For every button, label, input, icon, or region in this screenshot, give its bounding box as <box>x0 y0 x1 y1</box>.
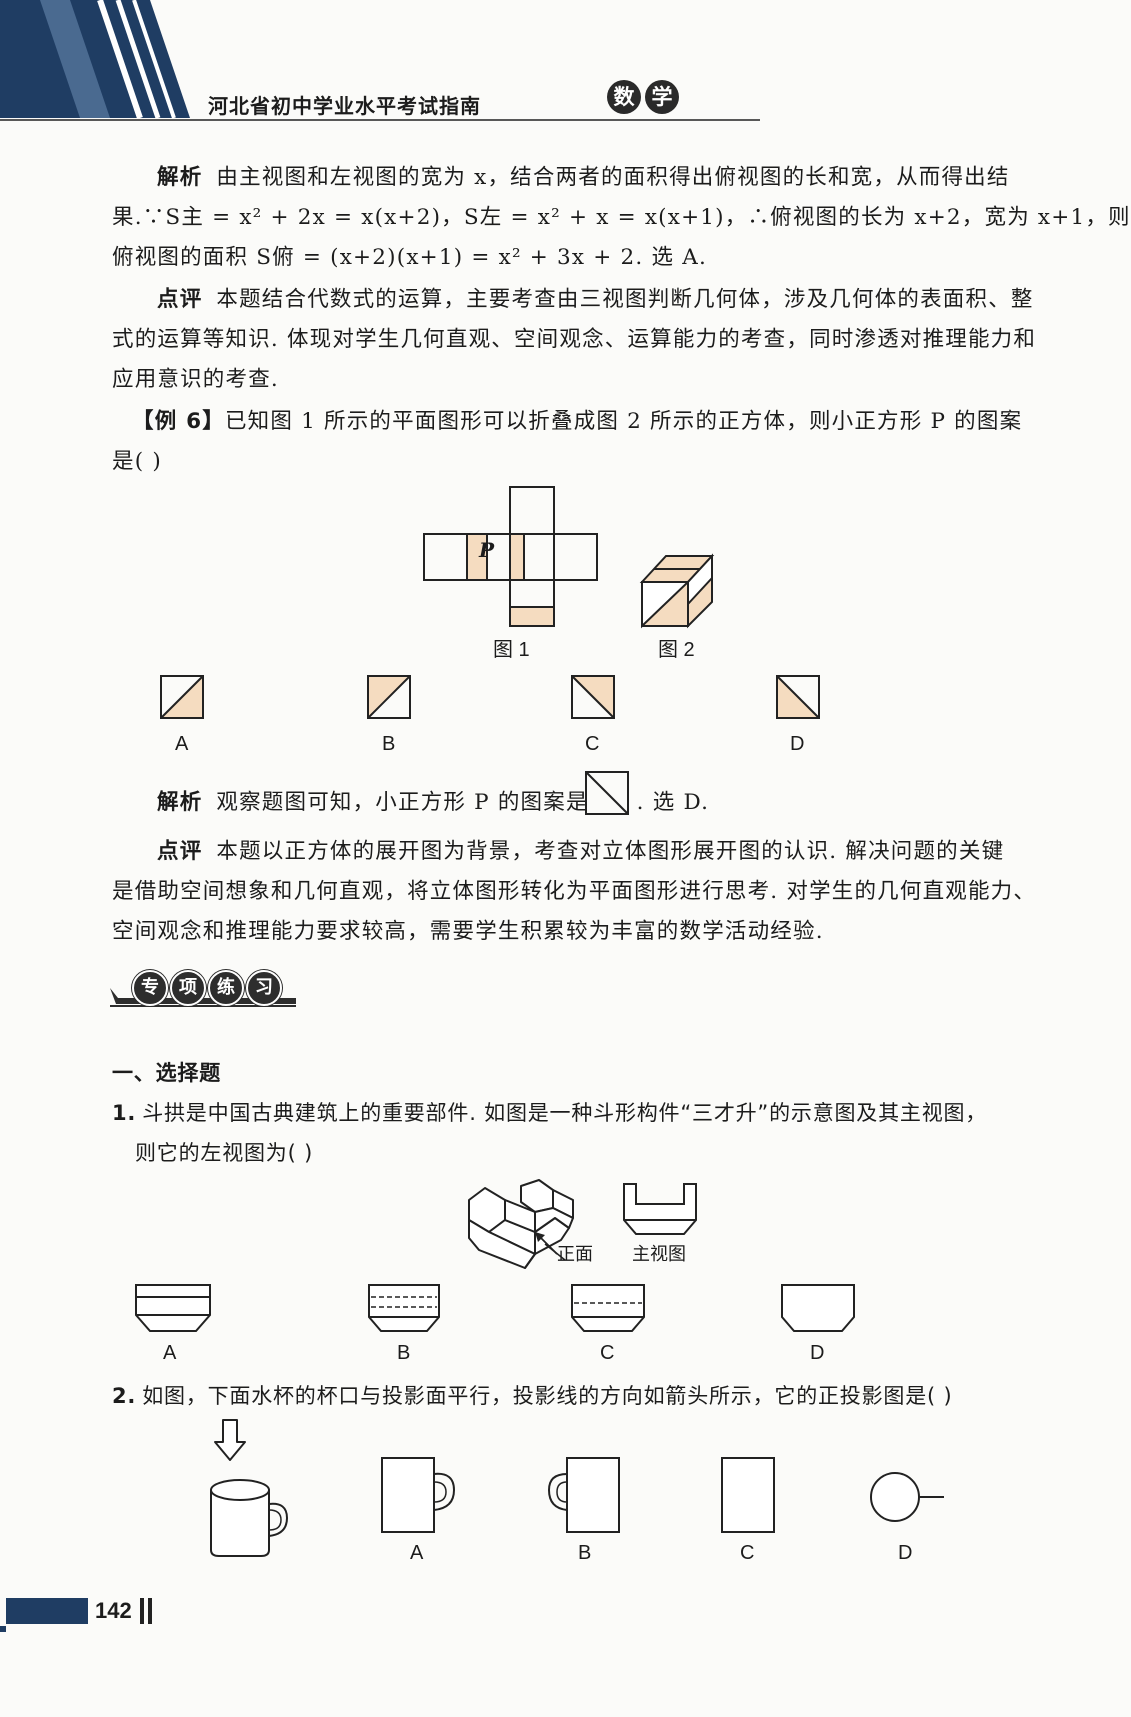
q1-line1: 1.斗拱是中国古典建筑上的重要部件. 如图是一种斗形构件“三才升”的示意图及其主… <box>112 1101 988 1125</box>
q1-front-label: 正面 <box>557 1244 593 1265</box>
q1-option-b-figure <box>368 1284 440 1332</box>
section-char-4: 习 <box>246 970 282 1006</box>
q2-cup-figure <box>210 1419 289 1557</box>
subject-char-2: 学 <box>645 80 679 114</box>
q2-option-b-figure <box>547 1457 620 1533</box>
q1-line2: 则它的左视图为( ) <box>135 1141 314 1165</box>
analysis1-label: 解析 <box>157 165 203 190</box>
example6-option-d[interactable]: D <box>790 733 805 755</box>
q1-main-view-label: 主视图 <box>632 1244 686 1265</box>
example6-option-c[interactable]: C <box>585 733 600 755</box>
q1-front-arrow <box>535 1232 558 1255</box>
example6-option-d-figure <box>776 675 820 719</box>
section-char-1: 专 <box>132 970 168 1006</box>
section-char-2: 项 <box>170 970 206 1006</box>
analysis2-line: 解析观察题图可知，小正方形 P 的图案是. 选 D. <box>157 790 710 815</box>
footer-bar <box>0 1598 152 1632</box>
q2-option-d[interactable]: D <box>898 1542 913 1564</box>
header-decoration <box>0 0 760 121</box>
example6-option-a[interactable]: A <box>175 733 189 755</box>
q1-main-view-figure <box>623 1183 697 1235</box>
q2-line: 2.如图，下面水杯的杯口与投影面平行，投影线的方向如箭头所示，它的正投影图是( … <box>112 1384 953 1408</box>
subject-char-1: 数 <box>607 80 641 114</box>
example6-option-a-figure <box>160 675 204 719</box>
q2-option-c[interactable]: C <box>740 1542 755 1564</box>
q2-option-a[interactable]: A <box>410 1542 424 1564</box>
q2-option-a-figure <box>381 1457 456 1533</box>
cube-figure <box>639 553 715 629</box>
q2-option-d-figure <box>870 1472 944 1522</box>
example6-option-c-figure <box>571 675 615 719</box>
page-number: 142 <box>95 1598 132 1623</box>
section-char-3: 练 <box>208 970 244 1006</box>
q2-number: 2. <box>112 1384 137 1408</box>
q1-number: 1. <box>112 1101 137 1125</box>
q1-option-c-figure <box>571 1284 645 1332</box>
comment1-line1: 点评本题结合代数式的运算，主要考查由三视图判断几何体，涉及几何体的表面积、整 <box>157 287 1034 312</box>
q1-option-d[interactable]: D <box>810 1342 825 1364</box>
example6-line2: 是( ) <box>112 449 162 474</box>
part-title: 一、选择题 <box>112 1061 221 1085</box>
comment1-line2: 式的运算等知识. 体现对学生几何直观、空间观念、运算能力的考查，同时渗透对推理能… <box>112 327 1037 352</box>
cube-net-label-p: P <box>479 538 495 562</box>
q2-option-b[interactable]: B <box>578 1542 592 1564</box>
comment2-line2: 是借助空间想象和几何直观，将立体图形转化为平面图形进行思考. 对学生的几何直观能… <box>112 879 1037 904</box>
comment1-label: 点评 <box>157 287 203 312</box>
comment2-label: 点评 <box>157 839 203 864</box>
analysis2-label: 解析 <box>157 790 203 815</box>
q1-3d-component <box>468 1179 574 1269</box>
q1-option-a-figure <box>135 1284 211 1332</box>
example6-option-b-figure <box>367 675 411 719</box>
q1-option-a[interactable]: A <box>163 1342 177 1364</box>
q2-option-c-figure <box>721 1457 775 1533</box>
analysis1-line1: 解析由主视图和左视图的宽为 x，结合两者的面积得出俯视图的长和宽，从而得出结 <box>157 165 1010 190</box>
analysis2-answer-square <box>585 771 629 815</box>
analysis1-line2: 果.∵S主 = x² + 2x = x(x+2)，S左 = x² + x = x… <box>112 205 1131 230</box>
q1-option-d-figure <box>781 1284 855 1332</box>
book-title: 河北省初中学业水平考试指南 <box>208 94 481 118</box>
example6-label: 【例 6】 <box>132 409 225 434</box>
example6-option-b[interactable]: B <box>382 733 396 755</box>
fig1-caption: 图 1 <box>493 639 530 661</box>
comment1-line3: 应用意识的考查. <box>112 367 279 392</box>
comment2-line1: 点评本题以正方体的展开图为背景，考查对立体图形展开图的认识. 解决问题的关键 <box>157 839 1005 864</box>
fig2-caption: 图 2 <box>658 639 695 661</box>
q1-option-b[interactable]: B <box>397 1342 411 1364</box>
comment2-line3: 空间观念和推理能力要求较高，需要学生积累较为丰富的数学活动经验. <box>112 919 824 944</box>
example6-line1: 【例 6】已知图 1 所示的平面图形可以折叠成图 2 所示的正方体，则小正方形 … <box>132 409 1023 434</box>
q1-option-c[interactable]: C <box>600 1342 615 1364</box>
cube-net-figure <box>423 486 598 627</box>
analysis1-line3: 俯视图的面积 S俯 = (x+2)(x+1) = x² + 3x + 2. 选 … <box>112 245 707 270</box>
